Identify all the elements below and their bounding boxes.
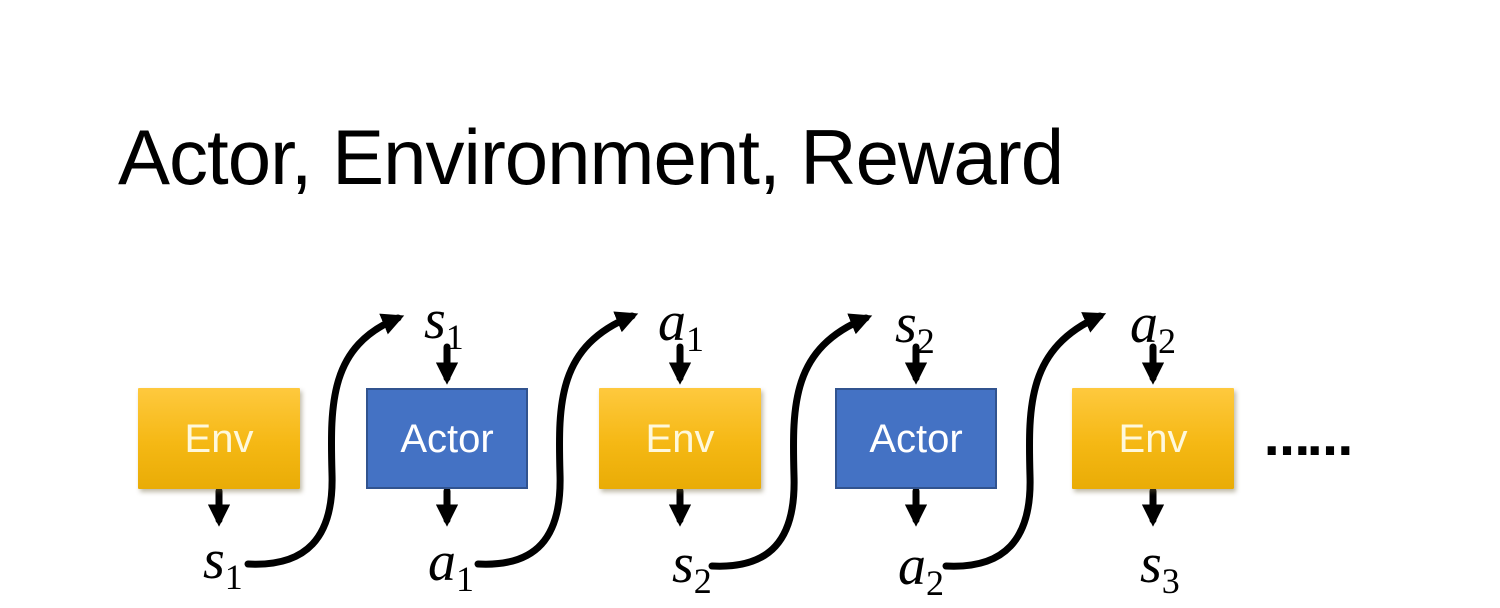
- slide-title: Actor, Environment, Reward: [118, 113, 1064, 201]
- bottom-label-s2: s2: [672, 533, 712, 601]
- bottom-label-s1: s1: [203, 529, 243, 597]
- bottom-label-s3: s3: [1140, 533, 1180, 601]
- actor-box-2: Actor: [835, 388, 997, 489]
- top-label-s1: s1: [424, 289, 464, 357]
- actor-box-1: Actor: [366, 388, 528, 489]
- env-box-2-label: Env: [645, 416, 715, 461]
- env-box-3: Env: [1072, 388, 1234, 489]
- continuation-ellipsis: ……: [1264, 412, 1353, 466]
- top-label-a1: a1: [658, 291, 704, 359]
- env-box-2: Env: [599, 388, 761, 489]
- actor-box-2-label: Actor: [869, 416, 963, 461]
- env-box-3-label: Env: [1118, 416, 1188, 461]
- bottom-label-a1: a1: [428, 531, 474, 599]
- env-box-1-label: Env: [184, 416, 254, 461]
- top-label-a2: a2: [1130, 293, 1176, 361]
- top-label-s2: s2: [895, 293, 935, 361]
- actor-box-1-label: Actor: [400, 416, 494, 461]
- bottom-label-a2: a2: [898, 535, 944, 603]
- env-box-1: Env: [138, 388, 300, 489]
